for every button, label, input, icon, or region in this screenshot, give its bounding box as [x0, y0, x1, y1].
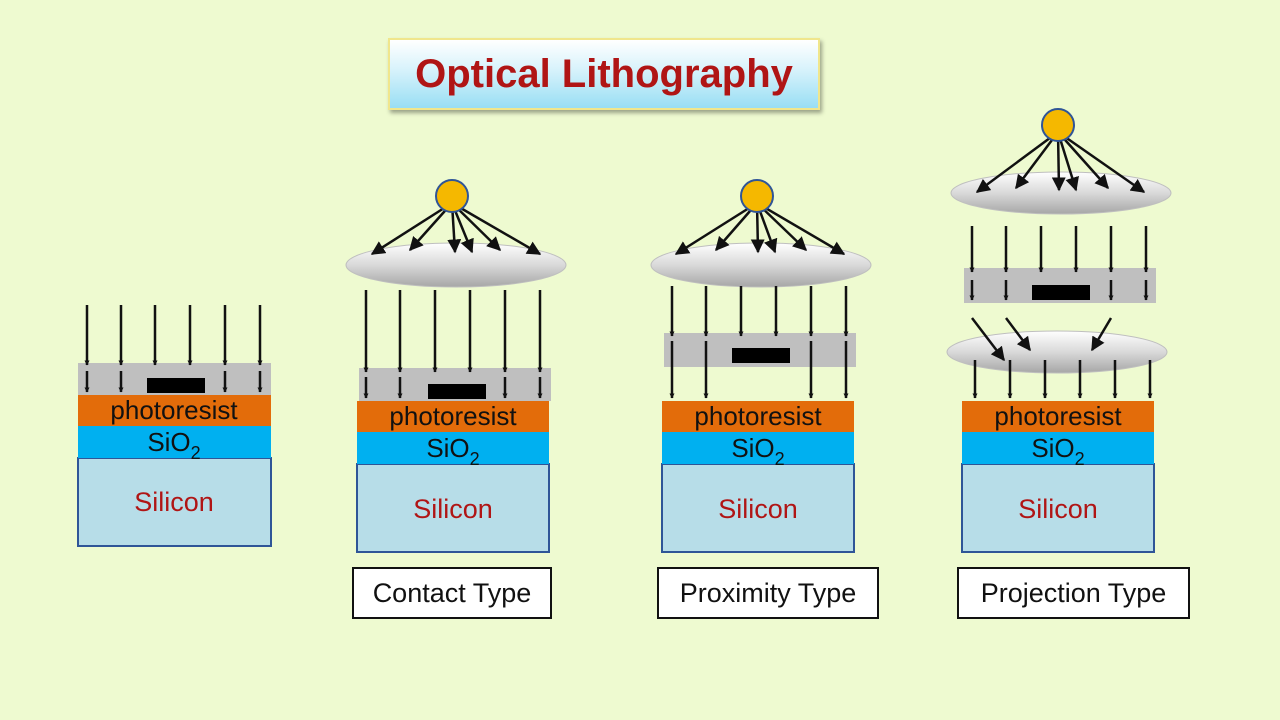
title-box: Optical Lithography	[388, 38, 820, 110]
photoresist-layer	[662, 401, 854, 432]
photoresist-label: photoresist	[389, 401, 517, 431]
light-source	[1041, 108, 1075, 142]
silicon-label: Silicon	[134, 487, 214, 517]
mask-opaque-pattern	[147, 378, 205, 393]
oxide-layer	[662, 432, 854, 464]
photoresist-layer	[78, 395, 271, 426]
stack-basic: Silicon SiO2 photoresist	[77, 305, 272, 547]
mask-opaque-pattern	[428, 384, 486, 399]
light-source	[435, 179, 469, 213]
oxide-label: SiO2	[147, 427, 200, 463]
oxide-label: SiO2	[426, 433, 479, 469]
silicon-label: Silicon	[1018, 494, 1098, 524]
uv-rays	[969, 226, 1153, 399]
photoresist-label: photoresist	[110, 395, 238, 425]
photoresist-label: photoresist	[994, 401, 1122, 431]
stack-projection: Silicon SiO2 photoresist	[946, 108, 1172, 553]
stack-contact: Silicon SiO2 photoresist	[345, 179, 567, 553]
stack-proximity: Silicon SiO2 photoresist	[650, 179, 872, 553]
oxide-label: SiO2	[1031, 433, 1084, 469]
oxide-label: SiO2	[731, 433, 784, 469]
oxide-layer	[962, 432, 1154, 464]
silicon-layer	[961, 463, 1155, 553]
mask-opaque-pattern	[1032, 285, 1090, 300]
photoresist-layer	[962, 401, 1154, 432]
silicon-layer	[356, 463, 550, 553]
oxide-layer	[357, 432, 549, 464]
condenser-lens	[950, 171, 1172, 215]
photoresist-layer	[357, 401, 549, 432]
silicon-label: Silicon	[413, 494, 493, 524]
projection-type-label: Projection Type	[957, 567, 1190, 619]
uv-rays	[84, 305, 263, 393]
photoresist-label: photoresist	[694, 401, 822, 431]
projection-type-text: Projection Type	[980, 577, 1167, 608]
page-title: Optical Lithography	[415, 51, 793, 96]
uv-rays	[363, 290, 543, 399]
contact-type-label: Contact Type	[352, 567, 552, 619]
oxide-layer	[78, 426, 271, 458]
projection-lens	[946, 330, 1168, 374]
proximity-type-text: Proximity Type	[679, 577, 857, 608]
source-rays	[975, 130, 1146, 194]
proximity-type-label: Proximity Type	[657, 567, 879, 619]
light-source	[740, 179, 774, 213]
silicon-label: Silicon	[718, 494, 798, 524]
mask-opaque-pattern	[732, 348, 790, 363]
uv-rays	[669, 286, 849, 399]
contact-type-text: Contact Type	[372, 577, 532, 608]
